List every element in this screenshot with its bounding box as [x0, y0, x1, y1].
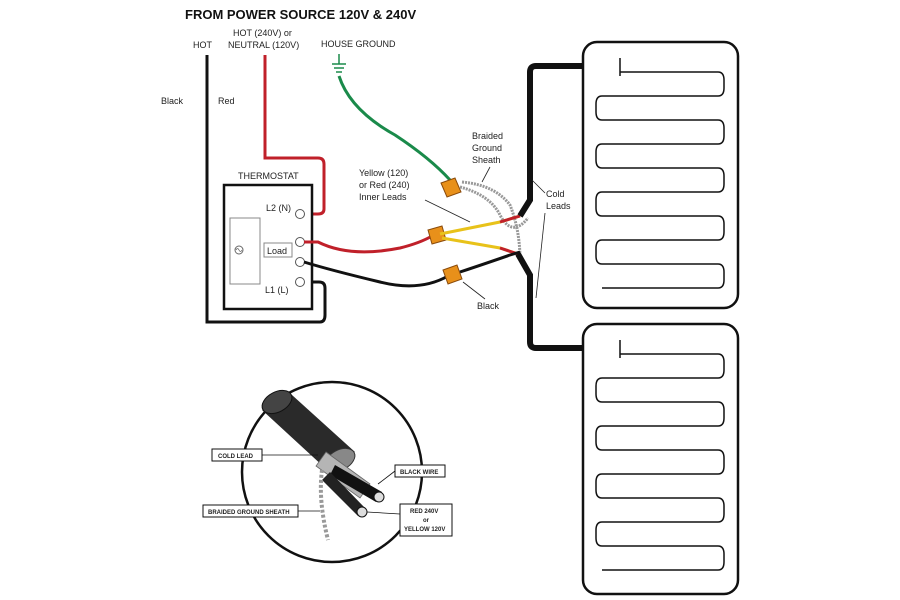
ground-green-wire	[337, 75, 452, 182]
cold-lead-upper	[517, 63, 600, 218]
wire-nut-red	[427, 225, 447, 245]
thermostat-terminals	[295, 209, 305, 287]
inner-lead-red-1	[499, 214, 521, 224]
heating-mat-lower	[581, 322, 740, 596]
load-black-wire	[303, 260, 449, 288]
inner-leads-label-2: or Red (240)	[359, 180, 410, 190]
red-yellow-leader	[366, 511, 401, 515]
black-bottom-label: Black	[477, 301, 500, 311]
hot-black-wire	[205, 55, 327, 324]
ground-symbol-icon	[332, 54, 346, 73]
inner-leads-label-1: Yellow (120)	[359, 168, 408, 178]
load-label: Load	[267, 246, 287, 256]
hot-neutral-label-1: HOT (240V) or	[233, 28, 292, 38]
house-ground-label: HOUSE GROUND	[321, 39, 396, 49]
cold-leads-label-2: Leads	[546, 201, 571, 211]
red-yellow-label-1: RED 240V	[410, 509, 438, 515]
cold-leads-label-1: Cold	[546, 189, 565, 199]
cold-lead-lower	[515, 252, 600, 351]
heating-cable-lower	[595, 353, 725, 571]
l2-label: L2 (N)	[266, 203, 291, 213]
red-yellow-label-box	[399, 503, 453, 537]
thermostat-label: THERMOSTAT	[238, 171, 299, 181]
diagram-title: FROM POWER SOURCE 120V & 240V	[185, 7, 416, 22]
braided-label-3: Sheath	[472, 155, 501, 165]
wire-nut-ground	[440, 177, 462, 198]
thermostat-box	[222, 183, 314, 311]
connector-black-wire	[459, 250, 521, 274]
source-red-wire	[263, 55, 326, 216]
black-wire-label: BLACK WIRE	[400, 470, 438, 476]
load-box	[263, 242, 293, 258]
cold-leads-leader-2	[535, 212, 546, 299]
braided-label-2: Ground	[472, 143, 502, 153]
braided-sheath-wire-1	[459, 185, 530, 229]
hot-neutral-label-2: NEUTRAL (120V)	[228, 40, 299, 50]
braided-sheath-wire-2	[461, 180, 522, 261]
hot-label: HOT	[193, 40, 213, 50]
wire-nuts	[427, 177, 463, 285]
black-leader-line	[462, 281, 486, 300]
thermostat-inner-frame	[229, 217, 261, 285]
cable-illustration	[261, 389, 385, 541]
braided-sheath-label: BRAIDED GROUND SHEATH	[208, 510, 290, 516]
cold-lead-label: COLD LEAD	[218, 454, 254, 460]
l1-label: L1 (L)	[265, 285, 289, 295]
red-yellow-label-3: YELLOW 120V	[404, 527, 445, 533]
black-wire-label: Black	[161, 96, 184, 106]
braided-leader-line	[481, 166, 491, 183]
ac-symbol-icon	[234, 245, 244, 255]
ac-wave-icon	[235, 248, 243, 252]
black-wire-leader	[377, 470, 396, 485]
terminal-l1	[295, 277, 305, 287]
terminal-load-2	[295, 257, 305, 267]
wire-nut-black	[442, 264, 463, 285]
inner-leads-label-3: Inner Leads	[359, 192, 407, 202]
red-wire-label: Red	[218, 96, 235, 106]
inner-leads-leader-line	[424, 199, 471, 223]
red-yellow-label-2: or	[423, 518, 430, 524]
heating-cable-upper	[595, 71, 725, 289]
cold-leads-leader-1	[531, 179, 546, 194]
terminal-load-1	[295, 237, 305, 247]
heating-mat-upper	[581, 40, 740, 310]
inset-labels: COLD LEAD BLACK WIRE BRAIDED GROUND SHEA…	[202, 448, 453, 537]
braided-label-1: Braided	[472, 131, 503, 141]
terminal-l2	[295, 209, 305, 219]
load-red-wire	[304, 234, 433, 254]
